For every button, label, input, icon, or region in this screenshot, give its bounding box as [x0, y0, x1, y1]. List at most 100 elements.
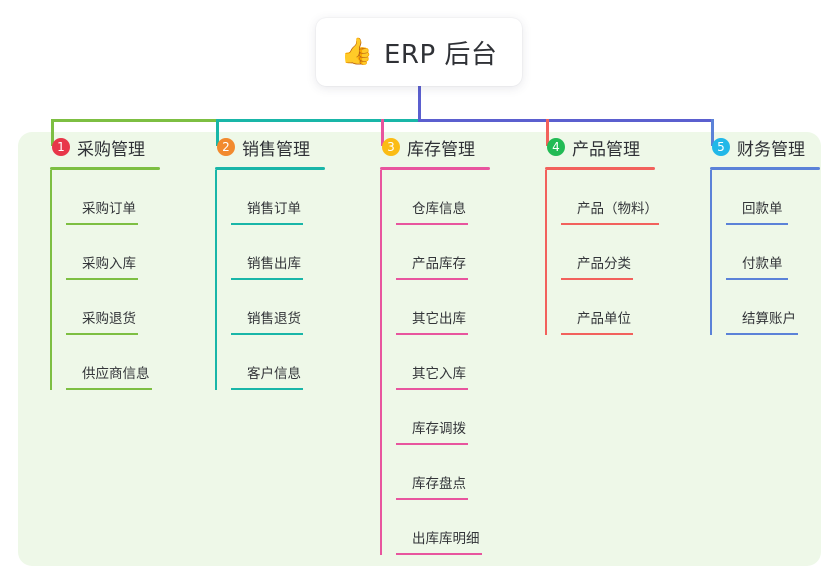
- branch-badge-inventory: 3: [382, 138, 400, 156]
- list-item-rule: [66, 333, 138, 335]
- list-item[interactable]: 付款单: [726, 225, 820, 280]
- branch-product[interactable]: 4 产品管理产品（物料） 产品分类产品单位: [527, 132, 659, 335]
- list-item-rule: [726, 223, 788, 225]
- branch-finance[interactable]: 5 财务管理回款单付款单结算账户: [692, 132, 820, 335]
- list-item[interactable]: 销售出库: [231, 225, 325, 280]
- list-item[interactable]: 销售退货: [231, 280, 325, 335]
- branch-items-inventory: 仓库信息产品库存其它出库其它入库库存调拨库存盘点出库库明细: [380, 170, 490, 555]
- branch-badge-product: 4: [547, 138, 565, 156]
- list-item[interactable]: 产品库存: [396, 225, 490, 280]
- bus-segment-2: [215, 119, 421, 122]
- branch-stem-sales: [215, 119, 219, 146]
- branch-badge-sales: 2: [217, 138, 235, 156]
- list-item[interactable]: 产品分类: [561, 225, 658, 280]
- list-item-label: 销售订单: [247, 201, 301, 217]
- list-item[interactable]: 客户信息: [231, 335, 325, 390]
- list-item-rule: [231, 388, 303, 390]
- branch-stem-inventory: [380, 119, 384, 146]
- branch-head-product[interactable]: 4 产品管理: [527, 132, 658, 162]
- list-item-label: 采购订单: [82, 201, 136, 217]
- list-item-label: 仓库信息: [412, 201, 466, 217]
- list-item-rule: [726, 333, 798, 335]
- list-item-label: 供应商信息: [82, 366, 150, 382]
- list-item[interactable]: 采购订单: [66, 170, 160, 225]
- list-item-label: 结算账户: [742, 311, 796, 327]
- list-item[interactable]: 产品（物料）: [561, 170, 659, 225]
- list-item[interactable]: 采购入库: [66, 225, 160, 280]
- branch-rule-product: [545, 167, 655, 170]
- list-item-rule: [561, 223, 659, 225]
- list-item-label: 采购入库: [82, 256, 136, 272]
- root-stem: [417, 86, 421, 122]
- list-item-label: 产品单位: [577, 311, 631, 327]
- list-item[interactable]: 其它入库: [396, 335, 490, 390]
- list-item-rule: [726, 278, 788, 280]
- branch-rule-finance: [710, 167, 820, 170]
- thumbs-up-icon: 👍: [340, 37, 373, 67]
- list-item-rule: [66, 278, 138, 280]
- branch-sales[interactable]: 2 销售管理销售订单销售出库销售退货客户信息: [197, 132, 325, 390]
- branch-items-purchase: 采购订单采购入库采购退货供应商信息: [50, 170, 160, 390]
- branch-rule-inventory: [380, 167, 490, 170]
- branch-spine-inventory: [380, 170, 382, 555]
- branch-spine-sales: [215, 170, 217, 390]
- branch-rule-purchase: [50, 167, 160, 170]
- list-item-label: 销售出库: [247, 256, 301, 272]
- list-item-label: 产品库存: [412, 256, 466, 272]
- list-item-label: 回款单: [742, 201, 783, 217]
- branch-head-sales[interactable]: 2 销售管理: [197, 132, 325, 162]
- branch-spine-product: [545, 170, 547, 335]
- branch-badge-purchase: 1: [52, 138, 70, 156]
- branch-title-sales: 销售管理: [242, 139, 310, 160]
- list-item-rule: [396, 553, 482, 555]
- list-item-label: 采购退货: [82, 311, 136, 327]
- branch-stem-purchase: [50, 119, 54, 146]
- bus-segment-3: [417, 119, 714, 122]
- list-item[interactable]: 销售订单: [231, 170, 325, 225]
- list-item[interactable]: 出库库明细: [396, 500, 490, 555]
- list-item[interactable]: 其它出库: [396, 280, 490, 335]
- list-item[interactable]: 供应商信息: [66, 335, 160, 390]
- branches-panel: [18, 132, 821, 566]
- branch-title-product: 产品管理: [572, 139, 640, 160]
- list-item-rule: [396, 443, 468, 445]
- branch-badge-finance: 5: [712, 138, 730, 156]
- list-item-rule: [561, 278, 633, 280]
- list-item[interactable]: 结算账户: [726, 280, 820, 335]
- list-item-rule: [396, 498, 468, 500]
- list-item[interactable]: 库存盘点: [396, 445, 490, 500]
- list-item[interactable]: 库存调拨: [396, 390, 490, 445]
- list-item[interactable]: 回款单: [726, 170, 820, 225]
- list-item-rule: [231, 333, 303, 335]
- list-item[interactable]: 产品单位: [561, 280, 658, 335]
- branch-spine-finance: [710, 170, 712, 335]
- branch-items-finance: 回款单付款单结算账户: [710, 170, 820, 335]
- branch-stem-finance: [710, 119, 714, 146]
- list-item[interactable]: 采购退货: [66, 280, 160, 335]
- list-item-label: 其它出库: [412, 311, 466, 327]
- list-item-label: 产品分类: [577, 256, 631, 272]
- list-item-rule: [396, 278, 468, 280]
- list-item[interactable]: 仓库信息: [396, 170, 490, 225]
- branch-title-finance: 财务管理: [737, 139, 805, 160]
- list-item-rule: [66, 388, 152, 390]
- branch-items-sales: 销售订单销售出库销售退货客户信息: [215, 170, 325, 390]
- branch-items-product: 产品（物料） 产品分类产品单位: [545, 170, 659, 335]
- branch-stem-product: [545, 119, 549, 146]
- branch-head-finance[interactable]: 5 财务管理: [692, 132, 820, 162]
- list-item-rule: [231, 278, 303, 280]
- branch-rule-sales: [215, 167, 325, 170]
- root-node[interactable]: 👍 ERP 后台: [316, 18, 522, 86]
- list-item-rule: [396, 223, 468, 225]
- list-item-label: 产品（物料）: [577, 201, 658, 217]
- list-item-label: 出库库明细: [412, 531, 480, 547]
- list-item-rule: [231, 223, 303, 225]
- list-item-label: 销售退货: [247, 311, 301, 327]
- list-item-label: 库存盘点: [412, 476, 466, 492]
- list-item-rule: [66, 223, 138, 225]
